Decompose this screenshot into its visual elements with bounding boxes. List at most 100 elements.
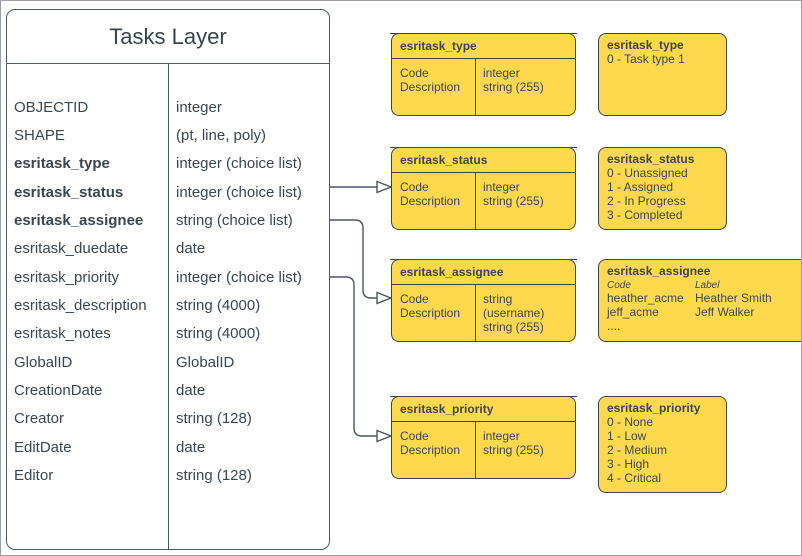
field-type: string (4000): [176, 297, 261, 315]
value-table-more: ....: [607, 318, 621, 333]
value-list-entry: 2 - Medium: [607, 442, 668, 457]
field-name: esritask_type: [14, 155, 110, 173]
domain-top-line: [390, 258, 577, 260]
value-list-esritask-type[interactable]: esritask_type 0 - Task type 1: [598, 33, 727, 116]
value-table-row: heather_acme Heather Smith: [607, 290, 801, 306]
domain-field-type: string (255): [483, 194, 544, 208]
value-list-entry: 2 - In Progress: [607, 193, 686, 208]
connector-priority: [330, 276, 377, 437]
domain-field-name: Description: [400, 306, 461, 320]
field-type: string (choice list): [176, 212, 293, 230]
field-name: Creator: [14, 410, 65, 428]
value-list-entry: 0 - Unassigned: [607, 165, 688, 180]
value-table-header-cell: Label: [695, 279, 720, 291]
field-name: esritask_status: [14, 183, 124, 201]
domain-field-name: Code: [400, 66, 429, 80]
field-name: GlobalID: [14, 353, 73, 371]
field-name: CreationDate: [14, 382, 103, 400]
value-list-entry: 3 - High: [607, 456, 650, 471]
field-type: string (128): [176, 467, 252, 485]
entity-title: Tasks Layer: [7, 10, 329, 64]
field-name: Editor: [14, 467, 54, 485]
domain-title: esritask_type: [392, 34, 575, 59]
domain-field-type: integer: [483, 66, 520, 80]
field-type: GlobalID: [176, 353, 235, 371]
arrowhead-priority: [376, 429, 393, 443]
arrowhead-assignee: [376, 291, 393, 305]
field-name: esritask_priority: [14, 268, 120, 286]
field-type: integer (choice list): [176, 183, 302, 201]
domain-field-name: Code: [400, 180, 429, 194]
value-list-values: 0 - Task type 1: [607, 51, 726, 67]
domain-field-name: Code: [400, 429, 429, 443]
domain-field-name: Description: [400, 194, 461, 208]
domain-field-type: string (255): [483, 80, 544, 94]
field-type: date: [176, 438, 206, 456]
value-list-title: esritask_priority: [607, 401, 701, 415]
connector-assignee: [330, 219, 377, 299]
value-list-title: esritask_assignee: [607, 264, 711, 278]
entity-field-row: CreationDate date: [7, 376, 329, 404]
value-table-header: Code Label: [607, 279, 801, 292]
field-type: date: [176, 382, 206, 400]
field-type: integer (choice list): [176, 268, 302, 286]
domain-field-name: Description: [400, 443, 461, 457]
value-list-esritask-assignee[interactable]: esritask_assignee Code Label heather_acme H…: [598, 259, 801, 342]
value-list-entry: 3 - Completed: [607, 207, 683, 222]
domain-field-type: string (255): [483, 443, 544, 457]
value-table-code: heather_acme: [607, 290, 684, 305]
field-name: EditDate: [14, 438, 72, 456]
entity-field-row: Editor string (128): [7, 461, 329, 489]
field-type: date: [176, 240, 206, 258]
value-list-title: esritask_status: [607, 152, 695, 166]
value-list-title: esritask_type: [607, 38, 684, 52]
arrowhead-status: [376, 180, 393, 194]
domain-title: esritask_assignee: [392, 260, 575, 285]
domain-top-line: [390, 32, 577, 34]
value-list-entry: 4 - Critical: [607, 470, 662, 485]
value-table-header-cell: Code: [607, 279, 631, 291]
entity-field-row: EditDate date: [7, 433, 329, 461]
entity-field-row: esritask_priority integer (choice list): [7, 263, 329, 291]
field-type: integer: [176, 98, 222, 116]
value-list-entry: 1 - Low: [607, 428, 647, 443]
domain-field-type: string (255): [483, 320, 544, 334]
value-list-entry: 0 - Task type 1: [607, 51, 685, 66]
entity-field-row: GlobalID GlobalID: [7, 348, 329, 376]
field-type: integer (choice list): [176, 155, 302, 173]
entity-field-row: esritask_status integer (choice list): [7, 178, 329, 206]
field-type: (pt, line, poly): [176, 127, 267, 145]
field-name: esritask_description: [14, 297, 147, 315]
field-name: SHAPE: [14, 127, 65, 145]
value-table-label: Jeff Walker: [695, 304, 755, 319]
field-type: string (4000): [176, 325, 261, 343]
value-table-label: Heather Smith: [695, 290, 772, 305]
domain-title: esritask_status: [392, 148, 575, 173]
entity-field-row: esritask_type integer (choice list): [7, 150, 329, 178]
domain-top-line: [390, 146, 577, 148]
entity-column-divider: [168, 64, 169, 549]
